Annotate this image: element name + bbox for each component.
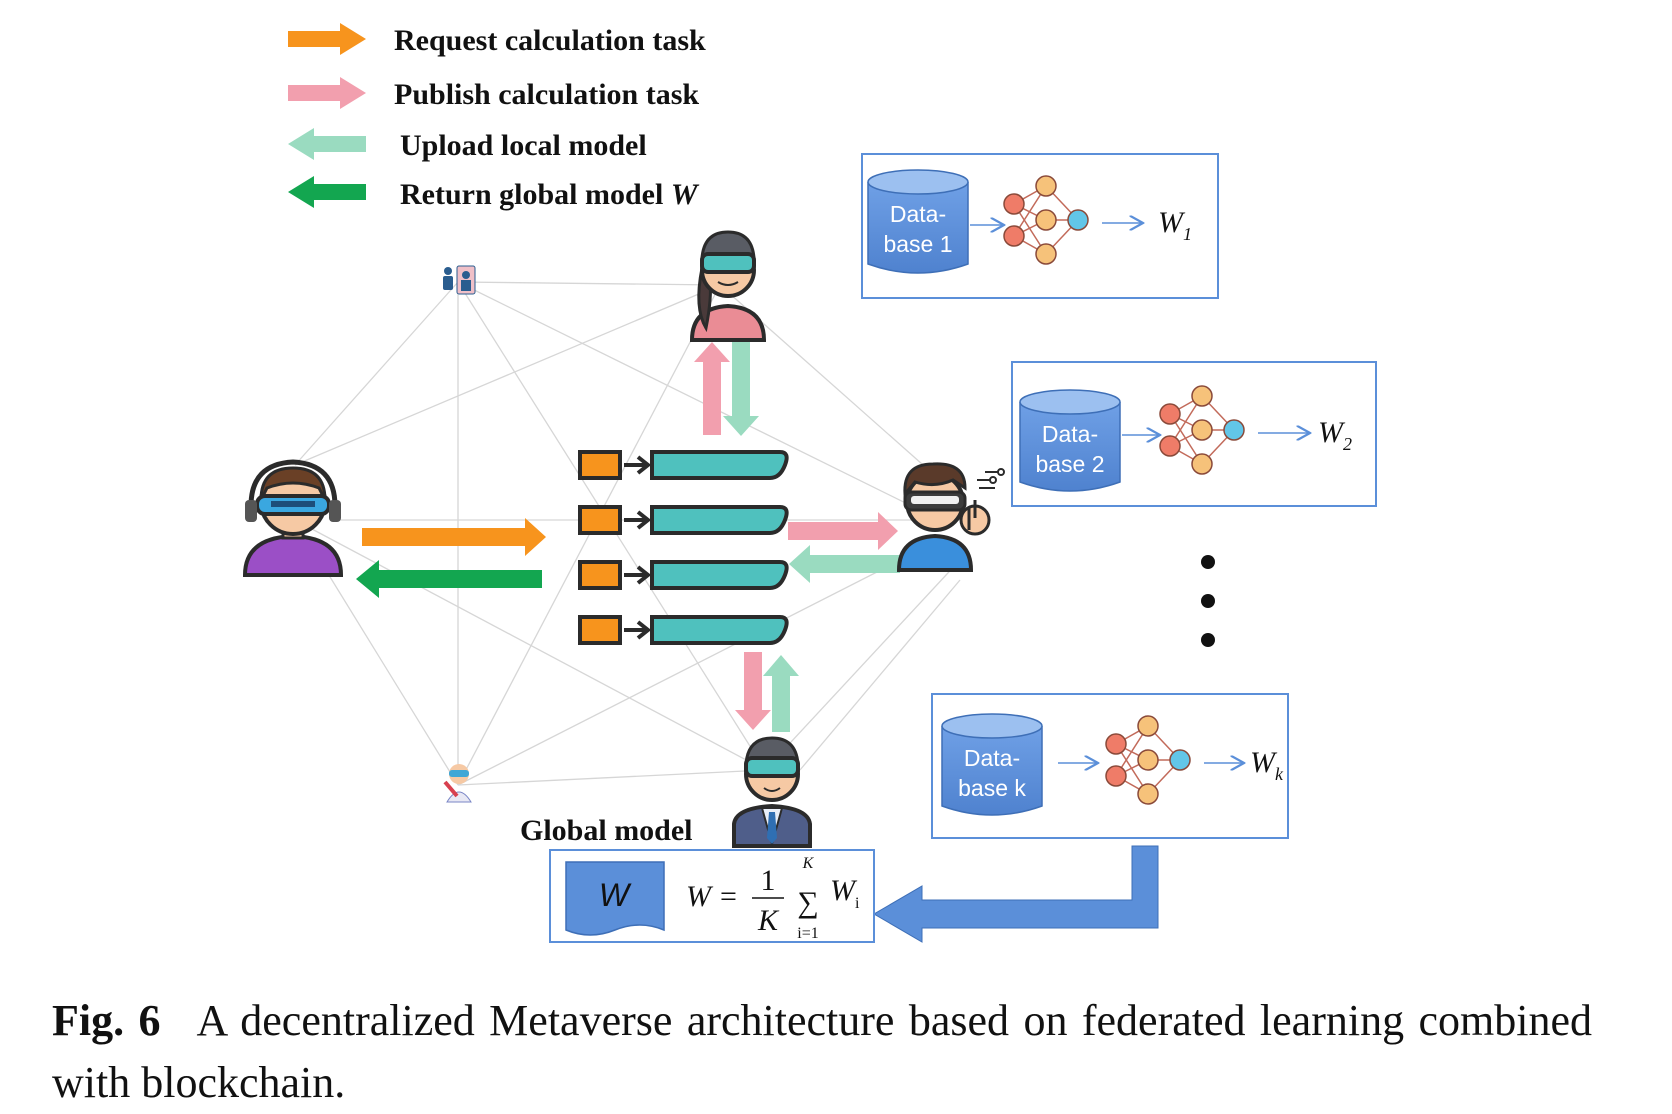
local-model-output-1: W1 bbox=[1158, 206, 1192, 244]
legend-label-publish: Publish calculation task bbox=[394, 78, 699, 111]
blockchain-icon bbox=[578, 450, 789, 645]
formula-eq: = bbox=[720, 880, 737, 913]
neural-network-icon bbox=[1105, 715, 1191, 805]
nn-output-node bbox=[1223, 419, 1245, 441]
legend-item-request: Request calculation task bbox=[288, 23, 706, 57]
legend-label-upload: Upload local model bbox=[400, 129, 647, 162]
global-model-title: Global model bbox=[520, 814, 693, 847]
block-row bbox=[578, 560, 789, 590]
small-vr-player-icon bbox=[443, 764, 472, 803]
local-model-output-k: Wk bbox=[1250, 746, 1284, 784]
nn-input-node bbox=[1003, 193, 1025, 215]
nn-hidden-node bbox=[1137, 749, 1159, 771]
aggregation-formula: W = 1 K K ∑ i=1 Wi bbox=[686, 855, 860, 942]
block-row bbox=[578, 450, 789, 480]
document-label: W bbox=[599, 877, 632, 913]
nn-hidden-node bbox=[1191, 453, 1213, 475]
legend: Request calculation task Publish calcula… bbox=[288, 23, 706, 211]
nn-output-node bbox=[1169, 749, 1191, 771]
legend-label-request: Request calculation task bbox=[394, 24, 706, 57]
request-arrow-icon bbox=[288, 23, 366, 55]
return-arrow-icon bbox=[288, 176, 366, 208]
figure-label: Fig. 6 bbox=[52, 996, 161, 1045]
publish-arrow-right bbox=[788, 512, 898, 550]
local-training-box-k: Data- base k Wk bbox=[931, 693, 1289, 839]
formula-numerator: 1 bbox=[761, 864, 776, 897]
nn-hidden-node bbox=[1035, 243, 1057, 265]
caption-text: A decentralized Metaverse architecture b… bbox=[52, 996, 1592, 1107]
nn-input-node bbox=[1003, 225, 1025, 247]
database-label-line1: Data- bbox=[890, 201, 946, 227]
return-arrow-left bbox=[356, 560, 542, 598]
local-model-output-2: W2 bbox=[1318, 416, 1352, 454]
publish-arrow-up bbox=[694, 342, 730, 435]
nn-hidden-node bbox=[1035, 175, 1057, 197]
upload-arrow-icon bbox=[288, 128, 366, 160]
small-users-icon bbox=[443, 265, 476, 295]
formula-denominator: K bbox=[757, 904, 780, 937]
vr-user-icon bbox=[732, 736, 812, 848]
database-label-line1: Data- bbox=[1042, 421, 1098, 447]
legend-label-return: Return global model W bbox=[400, 178, 700, 211]
database-label-line2: base 2 bbox=[1035, 451, 1104, 477]
database-icon: Data- base 2 bbox=[1019, 389, 1121, 492]
local-training-box-1: Data- base 1 W1 bbox=[861, 153, 1219, 299]
nn-input-node bbox=[1105, 733, 1127, 755]
block-row bbox=[578, 615, 789, 645]
formula-upper: K bbox=[802, 855, 815, 872]
vr-user-icon bbox=[896, 462, 1005, 572]
document-icon: W bbox=[565, 861, 665, 936]
formula-sigma: ∑ bbox=[797, 886, 818, 919]
formula-lhs: W bbox=[686, 880, 714, 913]
nn-hidden-node bbox=[1137, 715, 1159, 737]
upload-arrow-left bbox=[789, 545, 900, 583]
local-training-box-2: Data- base 2 W2 bbox=[1011, 361, 1377, 507]
peer-network-mesh bbox=[294, 281, 961, 786]
ellipsis-dots bbox=[1201, 555, 1215, 647]
legend-item-publish: Publish calculation task bbox=[288, 77, 699, 111]
database-label-line2: base k bbox=[958, 775, 1026, 801]
vr-user-icon bbox=[242, 459, 344, 577]
nn-hidden-node bbox=[1137, 783, 1159, 805]
global-model-box: W W = 1 K K ∑ i=1 Wi bbox=[549, 849, 875, 943]
request-arrow-right bbox=[362, 518, 546, 556]
formula-lower: i=1 bbox=[797, 925, 818, 942]
neural-network-icon bbox=[1159, 385, 1245, 475]
nn-input-node bbox=[1159, 403, 1181, 425]
database-icon: Data- base 1 bbox=[867, 169, 969, 274]
database-label-line1: Data- bbox=[964, 745, 1020, 771]
formula-term: Wi bbox=[830, 874, 860, 912]
vr-user-icon bbox=[689, 230, 767, 342]
publish-arrow-icon bbox=[288, 77, 366, 109]
database-icon: Data- base k bbox=[941, 713, 1043, 816]
legend-item-return: Return global model W bbox=[288, 176, 700, 211]
upload-arrow-down bbox=[723, 342, 759, 436]
nn-hidden-node bbox=[1191, 385, 1213, 407]
database-label-line2: base 1 bbox=[883, 231, 952, 257]
block-row bbox=[578, 505, 789, 535]
legend-item-upload: Upload local model bbox=[288, 128, 647, 162]
neural-network-icon bbox=[1003, 175, 1089, 265]
nn-output-node bbox=[1067, 209, 1089, 231]
upload-arrow-up bbox=[763, 655, 799, 732]
nn-hidden-node bbox=[1035, 209, 1057, 231]
nn-hidden-node bbox=[1191, 419, 1213, 441]
publish-arrow-down bbox=[735, 652, 771, 730]
aggregation-arrow bbox=[873, 845, 1159, 943]
nn-input-node bbox=[1159, 435, 1181, 457]
nn-input-node bbox=[1105, 765, 1127, 787]
